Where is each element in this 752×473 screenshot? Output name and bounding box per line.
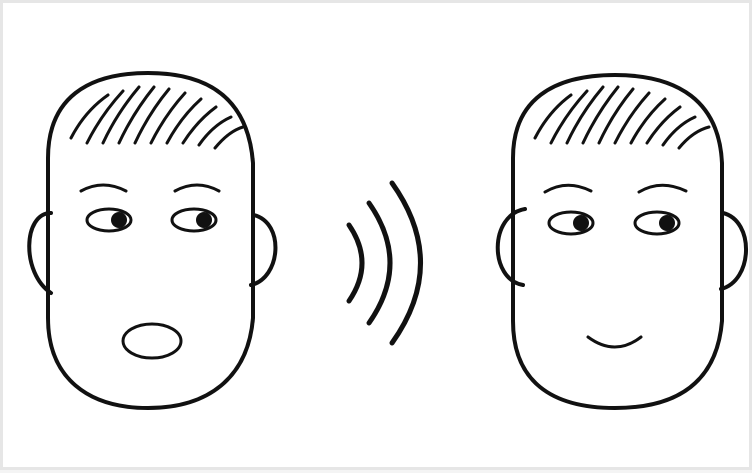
sound-wave-large [392,183,421,343]
right-face-right-ear [721,213,746,289]
listening-face [498,75,746,408]
right-face-smile [588,337,641,347]
sound-waves [349,183,421,343]
sound-wave-small [349,225,362,301]
left-face-left-pupil [111,212,127,228]
communication-illustration [3,3,752,473]
right-face-right-eyebrow [639,185,686,192]
left-face-right-pupil [196,212,212,228]
left-face-right-eyebrow [175,185,219,191]
right-face-hair [535,87,709,148]
right-face-left-pupil [573,215,589,231]
speaking-face [29,73,275,408]
left-face-hair [71,87,243,148]
sound-wave-medium [369,203,390,323]
left-face-open-mouth [123,324,181,358]
right-face-left-eyebrow [545,185,591,192]
right-face-right-pupil [659,215,675,231]
left-face-left-eyebrow [81,185,126,191]
